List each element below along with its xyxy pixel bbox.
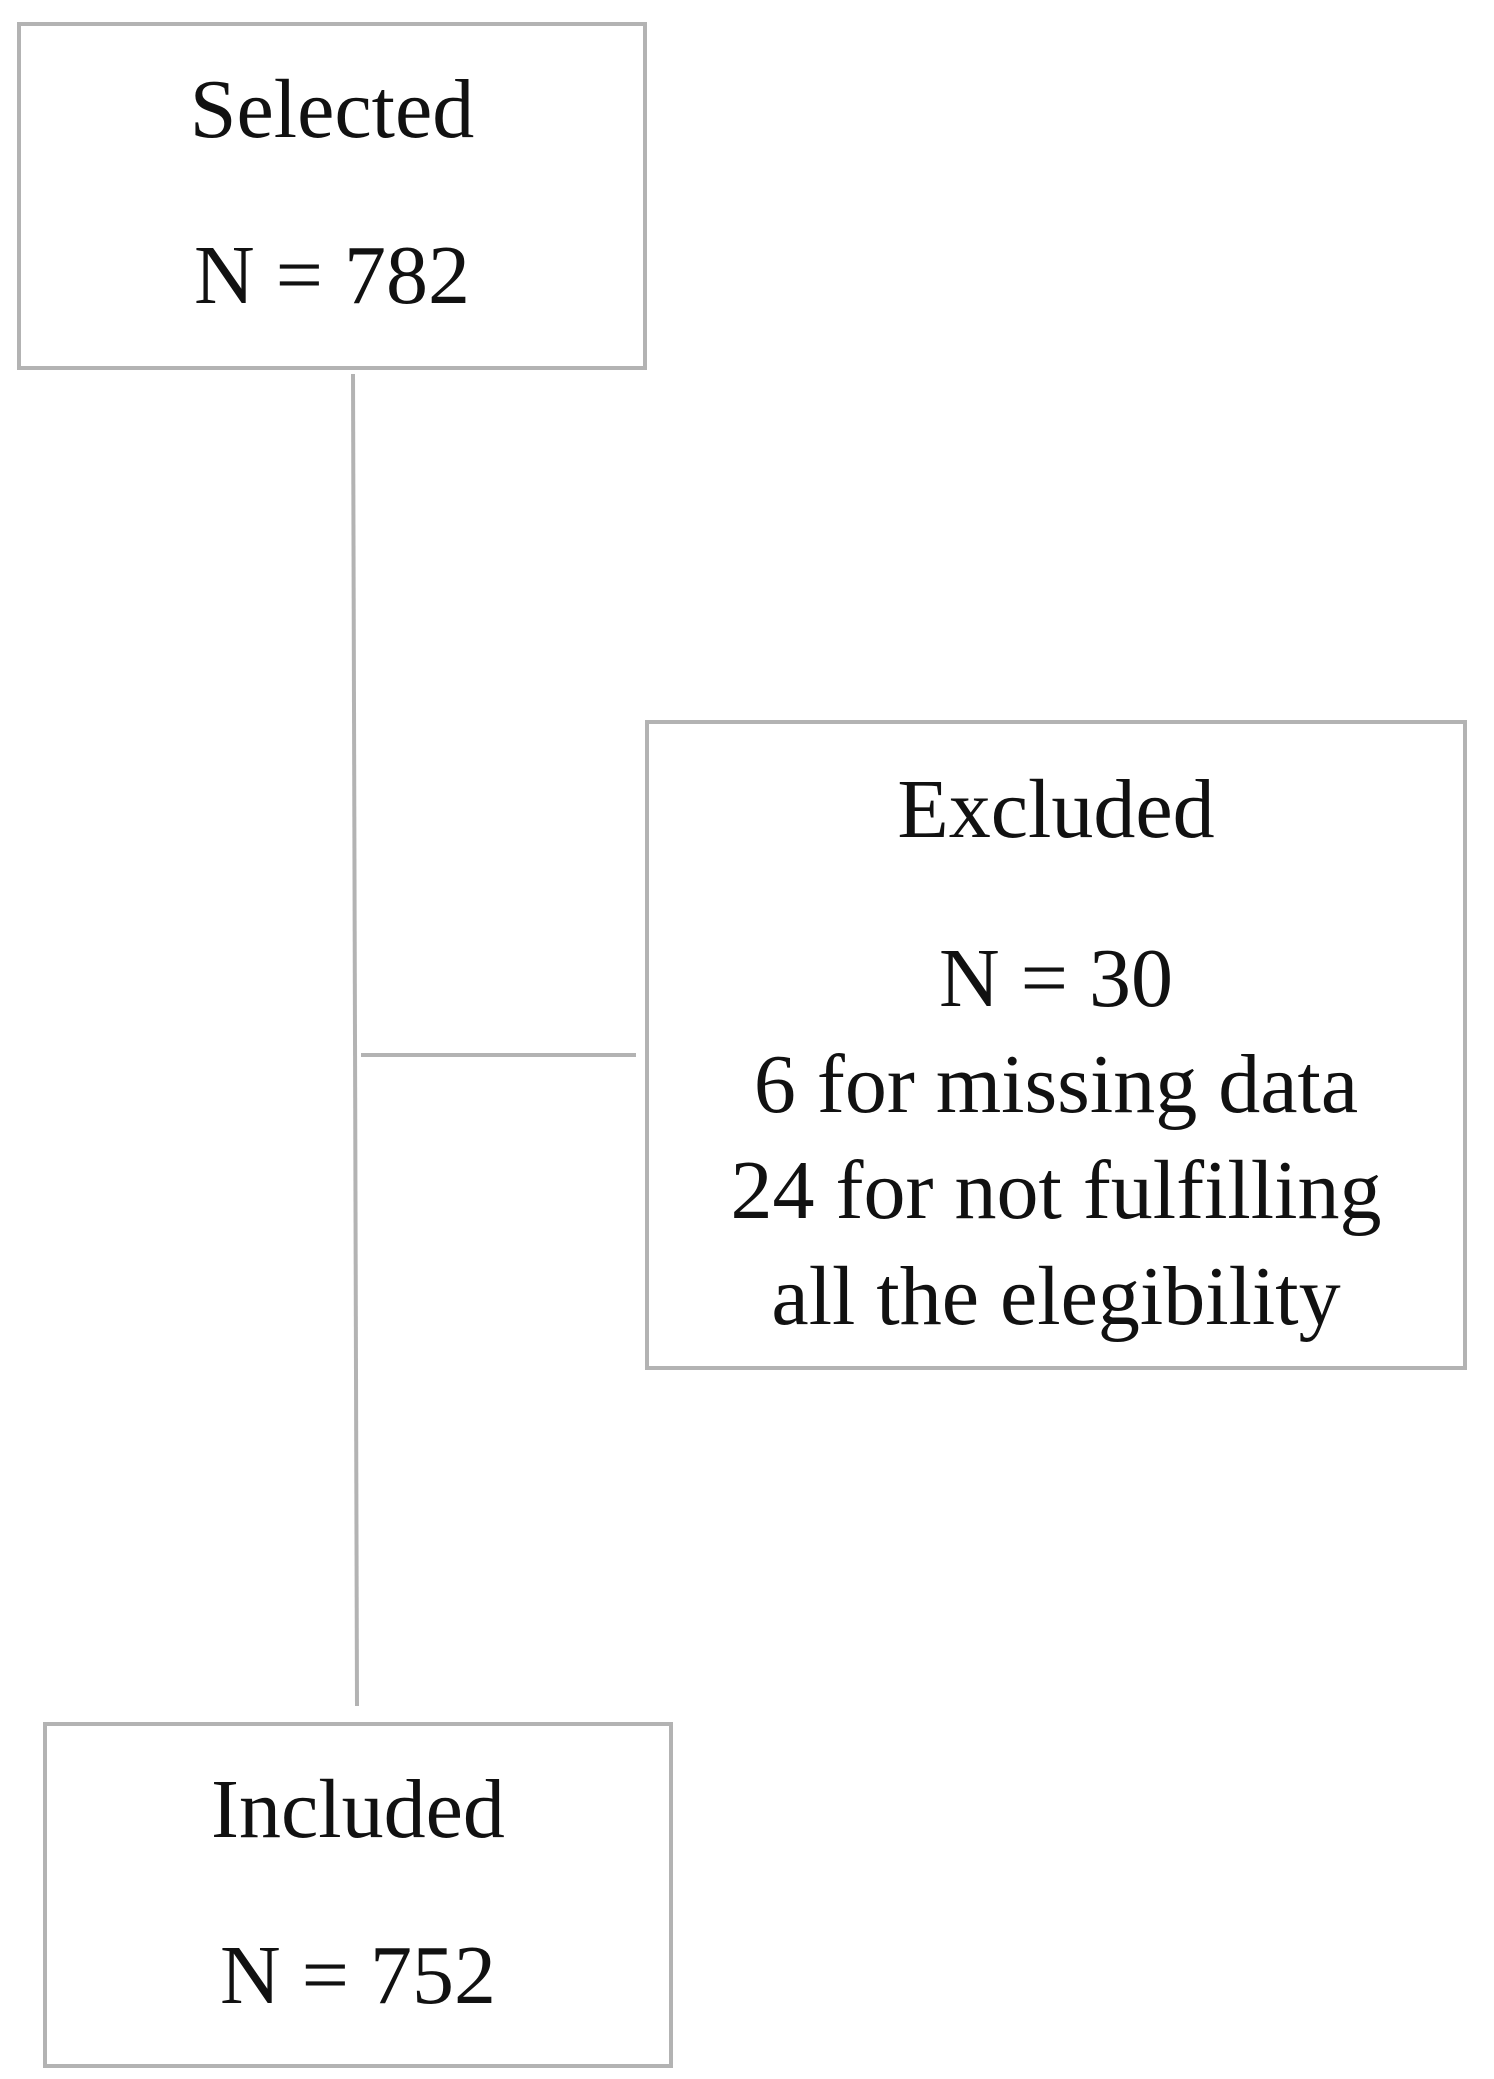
selected-title: Selected <box>189 63 475 156</box>
included-title: Included <box>211 1763 505 1856</box>
selected-box: Selected N = 782 <box>17 22 647 370</box>
main-vertical-connector <box>351 373 359 1707</box>
included-box: Included N = 752 <box>43 1722 673 2068</box>
excluded-box: Excluded N = 30 6 for missing data 24 fo… <box>645 720 1467 1370</box>
included-count: N = 752 <box>219 1929 497 2022</box>
excluded-reason-eligibility: all the elegibility <box>771 1250 1341 1343</box>
selected-count: N = 782 <box>193 229 471 322</box>
excluded-reason-not-fulfilling: 24 for not fulfilling <box>730 1144 1382 1237</box>
excluded-count: N = 30 <box>938 932 1174 1025</box>
excluded-details: N = 30 6 for missing data 24 for not ful… <box>649 926 1463 1350</box>
excluded-title: Excluded <box>897 763 1215 856</box>
excluded-reason-missing-data: 6 for missing data <box>753 1038 1359 1131</box>
